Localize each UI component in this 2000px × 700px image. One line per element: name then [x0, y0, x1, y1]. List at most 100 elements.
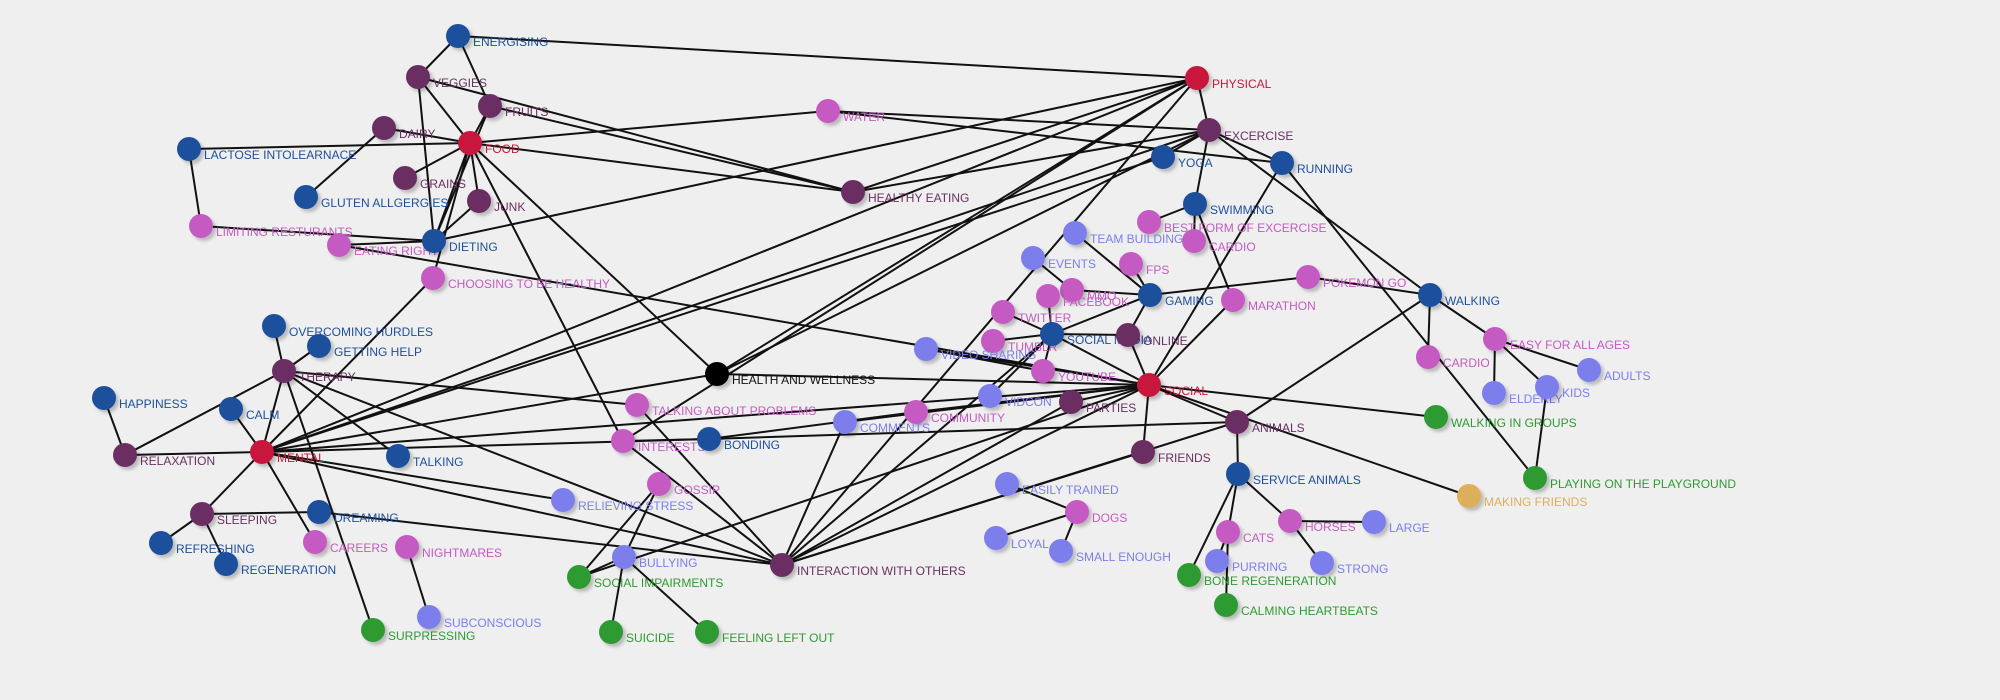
node-large[interactable]: LARGE [1362, 510, 1430, 535]
node-circle[interactable] [705, 362, 729, 386]
node-circle[interactable] [307, 500, 331, 524]
node-circle[interactable] [294, 185, 318, 209]
node-comments[interactable]: COMMENTS [833, 410, 930, 435]
node-interests[interactable]: INTERESTS [611, 429, 705, 454]
node-kids[interactable]: KIDS [1535, 375, 1590, 400]
node-circle[interactable] [1205, 549, 1229, 573]
node-circle[interactable] [214, 552, 238, 576]
node-circle[interactable] [190, 502, 214, 526]
node-circle[interactable] [978, 384, 1002, 408]
node-circle[interactable] [1310, 551, 1334, 575]
node-circle[interactable] [1221, 288, 1245, 312]
node-circle[interactable] [361, 618, 385, 642]
node-circle[interactable] [1119, 252, 1143, 276]
node-suicide[interactable]: SUICIDE [599, 620, 675, 645]
node-food[interactable]: FOOD [458, 131, 520, 156]
node-interaction[interactable]: INTERACTION WITH OTHERS [770, 553, 966, 578]
node-vidcon[interactable]: VIDCON [978, 384, 1052, 409]
node-bonding[interactable]: BONDING [697, 427, 780, 452]
node-circle[interactable] [1137, 210, 1161, 234]
node-gluten[interactable]: GLUTEN ALLGERGIES [294, 185, 448, 210]
node-circle[interactable] [697, 427, 721, 451]
node-veggies[interactable]: VEGGIES [406, 65, 487, 90]
node-circle[interactable] [1214, 593, 1238, 617]
node-circle[interactable] [478, 94, 502, 118]
node-circle[interactable] [1362, 510, 1386, 534]
node-sleeping[interactable]: SLEEPING [190, 502, 277, 527]
node-circle[interactable] [1226, 462, 1250, 486]
node-circle[interactable] [841, 180, 865, 204]
node-regeneration[interactable]: REGENERATION [214, 552, 336, 577]
node-circle[interactable] [92, 386, 116, 410]
node-circle[interactable] [303, 530, 327, 554]
node-circle[interactable] [307, 334, 331, 358]
node-circle[interactable] [599, 620, 623, 644]
node-social[interactable]: SOCIAL [1137, 373, 1208, 398]
node-community[interactable]: COMMUNITY [904, 400, 1005, 425]
node-circle[interactable] [647, 472, 671, 496]
node-youtube[interactable]: YOUTUBE [1031, 359, 1116, 384]
node-adults[interactable]: ADULTS [1577, 358, 1650, 383]
node-nightmares[interactable]: NIGHTMARES [395, 535, 502, 560]
node-circle[interactable] [1424, 405, 1448, 429]
node-circle[interactable] [1296, 265, 1320, 289]
node-dairy[interactable]: DAIRY [372, 116, 435, 141]
node-friends[interactable]: FRIENDS [1131, 440, 1211, 465]
node-circle[interactable] [113, 443, 137, 467]
node-choosing[interactable]: CHOOSING TO BE HEALTHY [421, 266, 610, 291]
node-circle[interactable] [984, 526, 1008, 550]
node-circle[interactable] [770, 553, 794, 577]
node-circle[interactable] [149, 531, 173, 555]
node-circle[interactable] [467, 189, 491, 213]
node-surpressing[interactable]: SURPRESSING [361, 618, 475, 643]
node-gaming[interactable]: GAMING [1138, 283, 1214, 308]
node-dieting[interactable]: DIETING [422, 229, 498, 254]
node-circle[interactable] [991, 300, 1015, 324]
node-facebook[interactable]: FACEBOOK [1036, 284, 1129, 309]
node-circle[interactable] [272, 359, 296, 383]
node-circle[interactable] [327, 233, 351, 257]
node-circle[interactable] [1065, 500, 1089, 524]
node-circle[interactable] [1040, 322, 1064, 346]
node-circle[interactable] [393, 166, 417, 190]
node-therapy[interactable]: THERAPY [272, 359, 356, 384]
node-energising[interactable]: ENERGISING [446, 24, 548, 49]
node-circle[interactable] [1063, 221, 1087, 245]
node-circle[interactable] [611, 429, 635, 453]
node-playground[interactable]: PLAYING ON THE PLAYGROUND [1523, 466, 1736, 491]
node-circle[interactable] [1185, 66, 1209, 90]
node-circle[interactable] [177, 137, 201, 161]
node-gettinghelp[interactable]: GETTING HELP [307, 334, 422, 359]
node-circle[interactable] [1131, 440, 1155, 464]
node-leftout[interactable]: FEELING LEFT OUT [695, 620, 835, 645]
node-junk[interactable]: JUNK [467, 189, 525, 214]
node-walking[interactable]: WALKING [1418, 283, 1500, 308]
node-circle[interactable] [250, 440, 274, 464]
node-circle[interactable] [914, 337, 938, 361]
node-circle[interactable] [1049, 539, 1073, 563]
node-physical[interactable]: PHYSICAL [1185, 66, 1272, 91]
node-circle[interactable] [1138, 283, 1162, 307]
node-circle[interactable] [1535, 375, 1559, 399]
node-gossip[interactable]: GOSSIP [647, 472, 720, 497]
node-relieving[interactable]: RELIEVING STRESS [551, 488, 693, 513]
node-circle[interactable] [262, 314, 286, 338]
node-dreaming[interactable]: DREAMING [307, 500, 399, 525]
node-circle[interactable] [1021, 246, 1045, 270]
node-circle[interactable] [446, 24, 470, 48]
node-circle[interactable] [417, 605, 441, 629]
node-refreshing[interactable]: REFRESHING [149, 531, 255, 556]
node-limiting[interactable]: LIMITING RESTURANTS [189, 214, 353, 239]
node-mmo[interactable]: MMO [1060, 278, 1116, 303]
node-circle[interactable] [904, 400, 928, 424]
node-circle[interactable] [612, 545, 636, 569]
node-circle[interactable] [1483, 327, 1507, 351]
node-circle[interactable] [1577, 358, 1601, 382]
node-smallenough[interactable]: SMALL ENOUGH [1049, 539, 1171, 564]
node-circle[interactable] [189, 214, 213, 238]
node-circle[interactable] [386, 444, 410, 468]
node-twitter[interactable]: TWITTER [991, 300, 1072, 325]
node-yoga[interactable]: YOGA [1151, 145, 1213, 170]
node-circle[interactable] [567, 565, 591, 589]
node-swimming[interactable]: SWIMMING [1183, 192, 1274, 217]
